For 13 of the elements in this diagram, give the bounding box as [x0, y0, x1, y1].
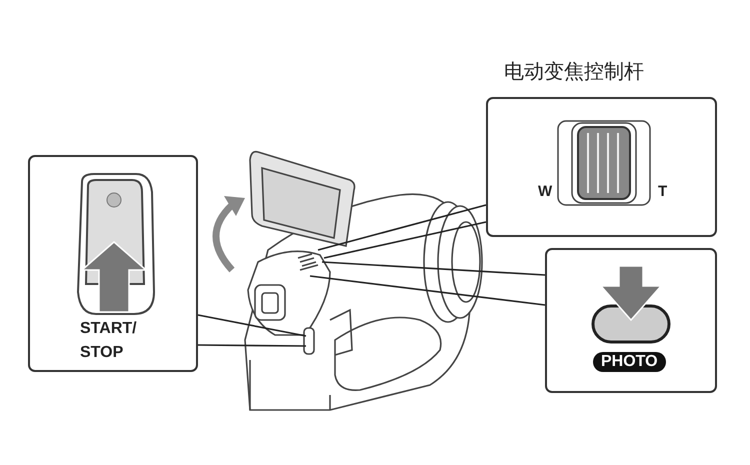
leader-line: [318, 204, 486, 251]
button-label: START/ STOP: [80, 319, 138, 363]
callout-box: [545, 248, 717, 393]
lever-label: W: [538, 183, 552, 200]
leader-line: [322, 261, 546, 276]
leader-line: [310, 275, 546, 306]
callout-heading: 电动变焦控制杆: [504, 58, 644, 85]
lever-label: T: [658, 183, 668, 200]
callout-box: [28, 155, 198, 372]
photo-label: PHOTO: [593, 352, 666, 372]
leader-line: [198, 314, 306, 337]
leader-line: [324, 221, 486, 259]
leader-line: [198, 344, 306, 347]
